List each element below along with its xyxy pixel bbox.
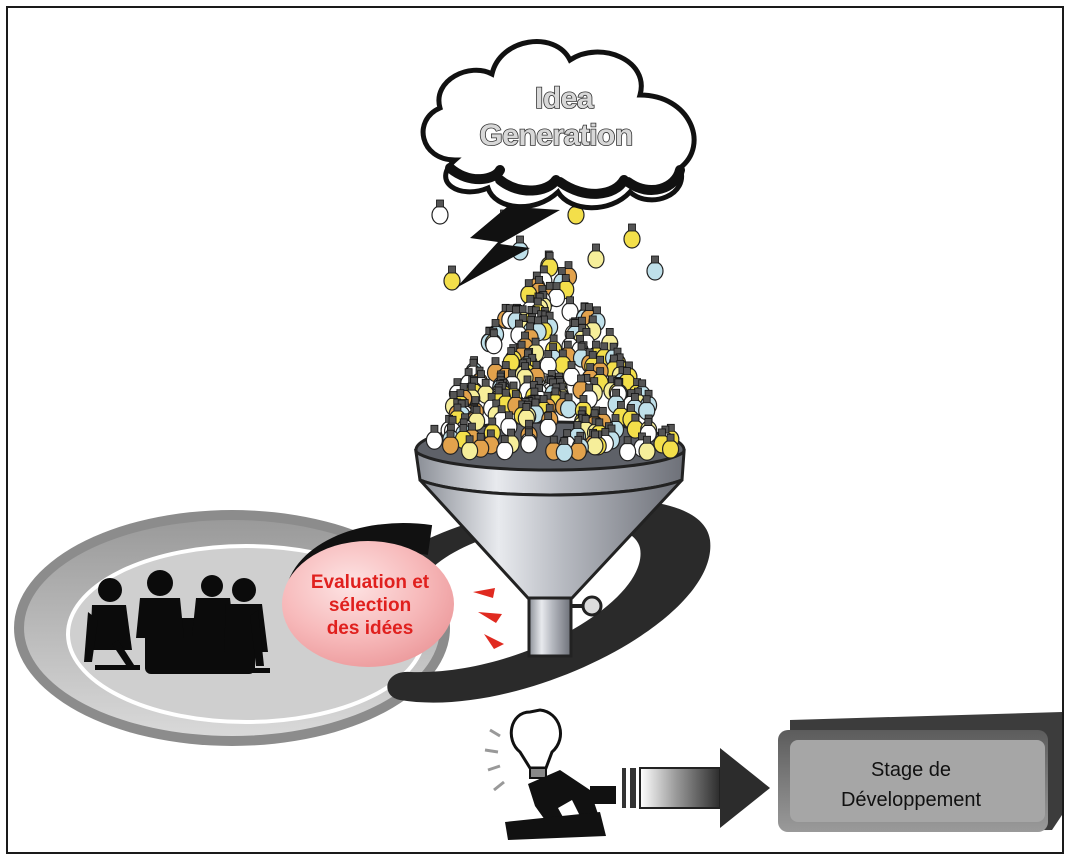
evaluation-line-2: sélection — [329, 595, 411, 616]
light-bulb-icon — [443, 265, 461, 291]
evaluation-line-1: Evaluation et — [311, 572, 430, 593]
businessman-with-bulb-icon — [484, 708, 616, 840]
light-bulb-icon — [496, 435, 514, 461]
light-bulb-icon — [441, 429, 460, 455]
idea-cloud-icon: Idea Generation — [420, 39, 697, 211]
light-bulb-icon — [646, 255, 664, 281]
light-bulb-icon — [587, 243, 605, 269]
light-bulb-icon — [425, 424, 444, 450]
light-bulb-icon — [539, 412, 557, 438]
meeting-people-icon — [84, 570, 270, 674]
cloud-text-line-2: Generation — [479, 119, 632, 152]
light-bulb-icon — [555, 436, 573, 462]
light-bulb-icon — [638, 435, 656, 461]
light-bulb-icon — [623, 223, 641, 249]
light-bulb-icon — [619, 436, 637, 462]
funnel-icon — [414, 420, 686, 658]
stage-line-2: Développement — [841, 789, 982, 811]
cloud-text-line-1: Idea — [535, 82, 594, 115]
stage-line-1: Stage de — [871, 759, 951, 781]
light-bulb-icon — [569, 435, 587, 461]
development-stage-box: Stage de Développement — [778, 712, 1062, 832]
light-bulb-icon — [431, 199, 449, 225]
light-bulb-icon — [520, 428, 538, 454]
arrow-right-icon — [622, 748, 770, 828]
evaluation-bubble: Evaluation et sélection des idées — [282, 541, 454, 667]
light-bulb-icon — [661, 433, 680, 459]
light-bulb-icon — [461, 435, 479, 461]
light-bulb-icon — [485, 329, 503, 355]
light-bulbs-pile — [425, 199, 680, 462]
lightning-bolt-icon — [456, 196, 560, 288]
spark-marks — [473, 588, 504, 649]
evaluation-line-3: des idées — [327, 618, 414, 639]
